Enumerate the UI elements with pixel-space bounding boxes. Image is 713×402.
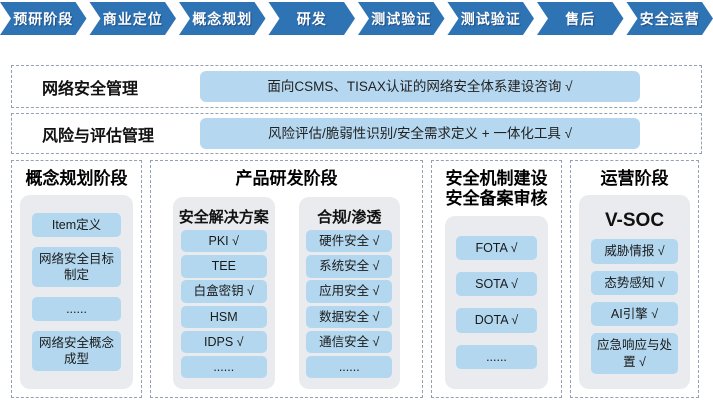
list-item: IDPS √ <box>181 331 267 353</box>
list-item: SOTA √ <box>456 272 536 296</box>
column-title-line1: 安全机制建设 <box>440 169 553 189</box>
column-title: 运营阶段 <box>579 165 690 195</box>
row-label: 网络安全管理 <box>42 75 194 99</box>
list-item: HSM <box>181 306 267 328</box>
list-item: 应急响应与处置 √ <box>591 333 678 374</box>
vsoc-header: V-SOC <box>605 210 664 232</box>
pipeline-stage-label: 测试验证 <box>461 9 521 29</box>
pipeline-stage-label: 研发 <box>297 9 327 29</box>
phase-columns: 概念规划阶段 Item定义 网络安全目标制定 ...... 网络安全概念成型 产… <box>11 160 702 398</box>
column-title: 产品研发阶段 <box>159 165 414 195</box>
row-label: 风险与评估管理 <box>42 122 194 146</box>
pipeline-stage-secops: 安全运营 <box>627 2 713 35</box>
column-security-mechanism: 安全机制建设 安全备案审核 FOTA √ SOTA √ DOTA √ .....… <box>431 160 562 398</box>
pipeline-stage-business: 商业定位 <box>90 2 177 35</box>
column-product-rnd: 产品研发阶段 安全解决方案 PKI √ TEE 白盒密钥 √ HSM IDPS … <box>150 160 423 398</box>
rnd-subpanels: 安全解决方案 PKI √ TEE 白盒密钥 √ HSM IDPS √ .....… <box>173 197 400 389</box>
list-item: 硬件安全 √ <box>306 230 392 252</box>
pipeline-stage-aftersales: 售后 <box>537 2 624 35</box>
pipeline-stage-test2: 测试验证 <box>448 2 535 35</box>
pipeline-stage-label: 测试验证 <box>371 9 431 29</box>
list-item: ...... <box>306 356 392 378</box>
pipeline-stage-preresearch: 预研阶段 <box>0 2 87 35</box>
security-mechanism-panel: FOTA √ SOTA √ DOTA √ ...... <box>445 216 548 389</box>
list-item: TEE <box>181 255 267 277</box>
list-item: 应用安全 √ <box>306 280 392 302</box>
list-item: 网络安全概念成型 <box>32 331 121 372</box>
column-title: 概念规划阶段 <box>20 165 133 195</box>
column-title-line2: 安全备案审核 <box>440 189 553 209</box>
column-title: 安全机制建设 安全备案审核 <box>440 165 553 216</box>
list-item: ...... <box>181 356 267 378</box>
list-item: ...... <box>32 297 121 321</box>
pipeline-stage-label: 安全运营 <box>640 9 700 29</box>
list-item: Item定义 <box>32 213 121 237</box>
compliance-pentest-panel: 合规/渗透 硬件安全 √ 系统安全 √ 应用安全 √ 数据安全 √ 通信安全 √… <box>299 197 401 389</box>
row-risk-assessment-management: 风险与评估管理 风险评估/脆弱性识别/安全需求定义 + 一体化工具 √ <box>11 113 702 154</box>
row-network-security-management: 网络安全管理 面向CSMS、TISAX认证的网络安全体系建设咨询 √ <box>11 65 702 108</box>
list-item: 白盒密钥 √ <box>181 280 267 302</box>
list-item: 威胁情报 √ <box>591 239 678 263</box>
list-item: FOTA √ <box>456 236 536 260</box>
row-value-pill: 面向CSMS、TISAX认证的网络安全体系建设咨询 √ <box>200 71 640 102</box>
column-concept-planning: 概念规划阶段 Item定义 网络安全目标制定 ...... 网络安全概念成型 <box>11 160 142 398</box>
pipeline-stage-test1: 测试验证 <box>358 2 445 35</box>
list-item: PKI √ <box>181 230 267 252</box>
list-item: AI引擎 √ <box>591 302 678 326</box>
list-item: 网络安全目标制定 <box>32 247 121 288</box>
list-item: DOTA √ <box>456 308 536 332</box>
pipeline-stage-label: 商业定位 <box>103 9 163 29</box>
concept-planning-panel: Item定义 网络安全目标制定 ...... 网络安全概念成型 <box>20 195 133 389</box>
subpanel-header: 安全解决方案 <box>179 206 269 227</box>
security-solution-panel: 安全解决方案 PKI √ TEE 白盒密钥 √ HSM IDPS √ .....… <box>173 197 275 389</box>
pipeline-stage-concept: 概念规划 <box>179 2 266 35</box>
pipeline-stage-label: 预研阶段 <box>13 9 73 29</box>
subpanel-header: 合规/渗透 <box>317 206 381 227</box>
column-operation: 运营阶段 V-SOC 威胁情报 √ 态势感知 √ AI引擎 √ 应急响应与处置 … <box>570 160 699 398</box>
list-item: 通信安全 √ <box>306 331 392 353</box>
pipeline-stage-label: 概念规划 <box>192 9 252 29</box>
list-item: 系统安全 √ <box>306 255 392 277</box>
row-value-pill: 风险评估/脆弱性识别/安全需求定义 + 一体化工具 √ <box>200 118 640 149</box>
pipeline-stage-rnd: 研发 <box>269 2 356 35</box>
list-item: 态势感知 √ <box>591 271 678 295</box>
vsoc-panel: V-SOC 威胁情报 √ 态势感知 √ AI引擎 √ 应急响应与处置 √ <box>579 195 690 389</box>
list-item: 数据安全 √ <box>306 306 392 328</box>
pipeline-stage-label: 售后 <box>565 9 595 29</box>
list-item: ...... <box>456 345 536 369</box>
process-pipeline: 预研阶段 商业定位 概念规划 研发 测试验证 测试验证 售后 安全运营 <box>0 2 713 35</box>
